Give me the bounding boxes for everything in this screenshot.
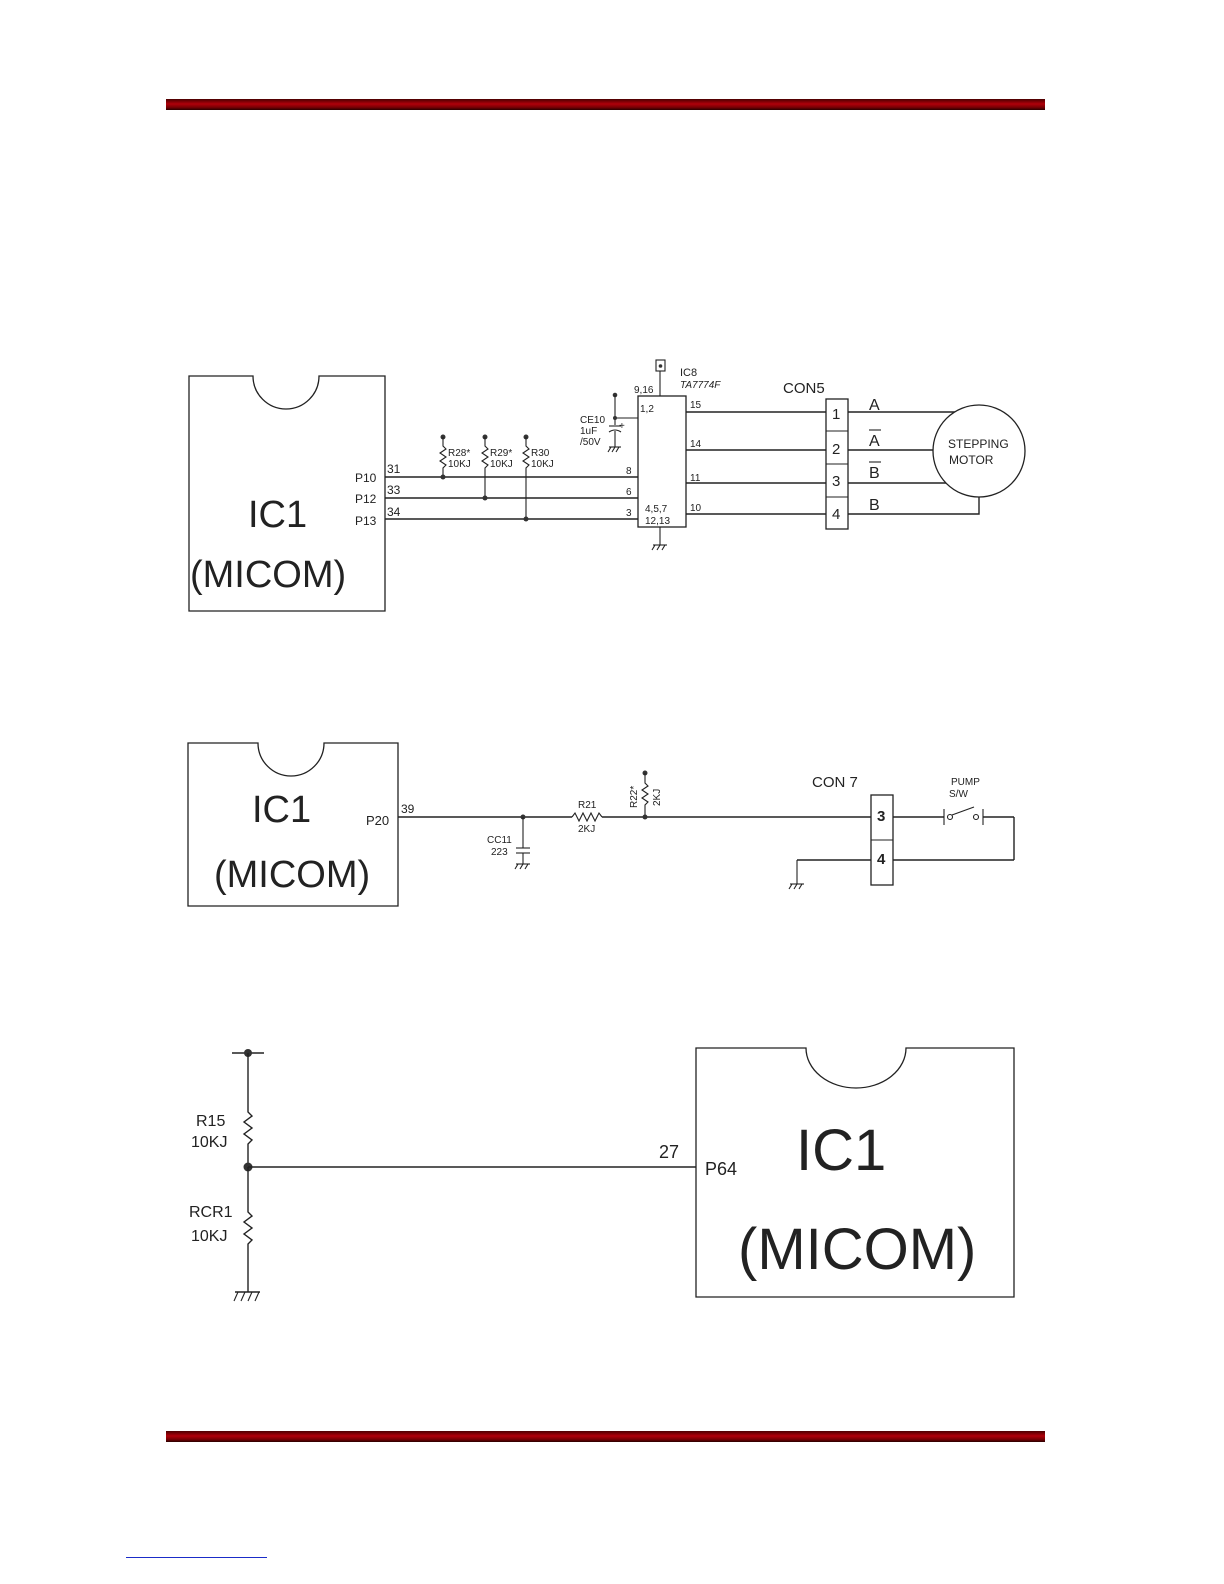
ic8-out-pin-15: 15	[690, 400, 702, 411]
ic1-subname-3: (MICOM)	[738, 1217, 976, 1282]
ic1-subname-2: (MICOM)	[214, 854, 370, 896]
switch-label-line2: S/W	[949, 789, 968, 800]
ground-symbol-ic8	[652, 527, 667, 550]
ic8-in-pin-3: 3	[626, 508, 632, 519]
diagram-pump-switch: IC1 (MICOM) P20 39 CC11 223 R21 2KJ	[188, 743, 1014, 906]
ic8-out-pin-10: 10	[690, 503, 702, 514]
footer-link-underline[interactable]	[126, 1557, 267, 1558]
resistor-r29	[482, 435, 488, 501]
r29-value: 10KJ	[490, 459, 513, 470]
pin-label-p10: P10	[355, 471, 377, 485]
pin-label-p13: P13	[355, 514, 377, 528]
pin-label-p64: P64	[705, 1159, 737, 1179]
pin-label-p12: P12	[355, 492, 377, 506]
phase-a-label: A	[869, 397, 880, 414]
motor-label-line1: STEPPING	[948, 437, 1009, 451]
ce10-name: CE10	[580, 415, 605, 426]
con5-pin-3: 3	[832, 473, 840, 490]
ce10-voltage: /50V	[580, 437, 601, 448]
capacitor-cc11	[515, 815, 530, 870]
ic8-in-pin-6: 6	[626, 487, 632, 498]
resistor-r21	[572, 813, 602, 821]
rcr1-name: RCR1	[189, 1204, 233, 1221]
ic1-name-2: IC1	[252, 789, 311, 831]
ce10-polarity: +	[619, 421, 625, 432]
r21-name: R21	[578, 800, 597, 811]
vcc-symbol-ic8	[656, 360, 665, 396]
pin-label-p20: P20	[366, 813, 389, 828]
diagram-reset-divider: R15 10KJ RCR1 10KJ IC1 (MICOM) P64 27	[189, 1048, 1014, 1301]
bottom-rule	[166, 1431, 1045, 1442]
ic8-pin-gnd-b: 12,13	[645, 516, 670, 527]
con7-name: CON 7	[812, 774, 858, 791]
cc11-value: 223	[491, 847, 508, 858]
ic8-in-pin-8: 8	[626, 466, 632, 477]
con5-pin-4: 4	[832, 506, 840, 523]
r22-value: 2KJ	[652, 789, 663, 806]
pin-num-33: 33	[387, 483, 401, 497]
resistor-rcr1	[244, 1167, 252, 1292]
ground-symbol-rcr1	[234, 1292, 260, 1301]
r28-value: 10KJ	[448, 459, 471, 470]
pin-num-39: 39	[401, 802, 415, 816]
con5-name: CON5	[783, 380, 825, 397]
pin-num-31: 31	[387, 462, 401, 476]
motor-label-line2: MOTOR	[949, 453, 994, 467]
ic1-name: IC1	[248, 494, 307, 536]
ic8-name: IC8	[680, 367, 697, 379]
resistor-r28	[440, 435, 446, 480]
r15-name: R15	[196, 1113, 225, 1130]
ic1-name-3: IC1	[796, 1118, 886, 1183]
ic8-pin-vcc: 9,16	[634, 385, 654, 396]
cc11-name: CC11	[487, 835, 512, 846]
stepping-motor-circle	[933, 405, 1025, 497]
ce10-value: 1uF	[580, 426, 597, 437]
ic8-pin-gnd-a: 4,5,7	[645, 504, 668, 515]
pump-switch	[893, 807, 1014, 860]
r30-value: 10KJ	[531, 459, 554, 470]
ic8-part: TA7774F	[680, 380, 721, 391]
pin-num-34: 34	[387, 505, 401, 519]
diagram-stepping-motor: IC1 (MICOM) P10 P12 P13 31 33 34 R28*	[189, 360, 1025, 611]
switch-label-line1: PUMP	[951, 777, 980, 788]
r30-name: R30	[531, 448, 550, 459]
r28-name: R28*	[448, 448, 470, 459]
r21-value: 2KJ	[578, 824, 595, 835]
con5-pin-1: 1	[832, 406, 840, 423]
r22-name: R22*	[629, 786, 640, 808]
ic8-pin-cap: 1,2	[640, 404, 654, 415]
r15-value: 10KJ	[191, 1134, 227, 1151]
pin-num-27: 27	[659, 1142, 679, 1162]
ic1-subname: (MICOM)	[190, 554, 346, 596]
wire-phase-b	[848, 497, 979, 514]
phase-b-bar-label: B	[869, 465, 880, 482]
r29-name: R29*	[490, 448, 512, 459]
rcr1-value: 10KJ	[191, 1228, 227, 1245]
ic8-out-pin-14: 14	[690, 439, 702, 450]
phase-a-bar-label: A	[869, 433, 880, 450]
con7-pin-4: 4	[877, 851, 886, 868]
resistor-r30	[523, 435, 529, 522]
con5-pin-2: 2	[832, 441, 840, 458]
resistor-r22	[642, 771, 648, 820]
resistor-r15	[244, 1053, 252, 1167]
phase-b-label: B	[869, 497, 880, 514]
ground-symbol-con7	[789, 860, 871, 889]
con7-pin-3: 3	[877, 808, 885, 825]
